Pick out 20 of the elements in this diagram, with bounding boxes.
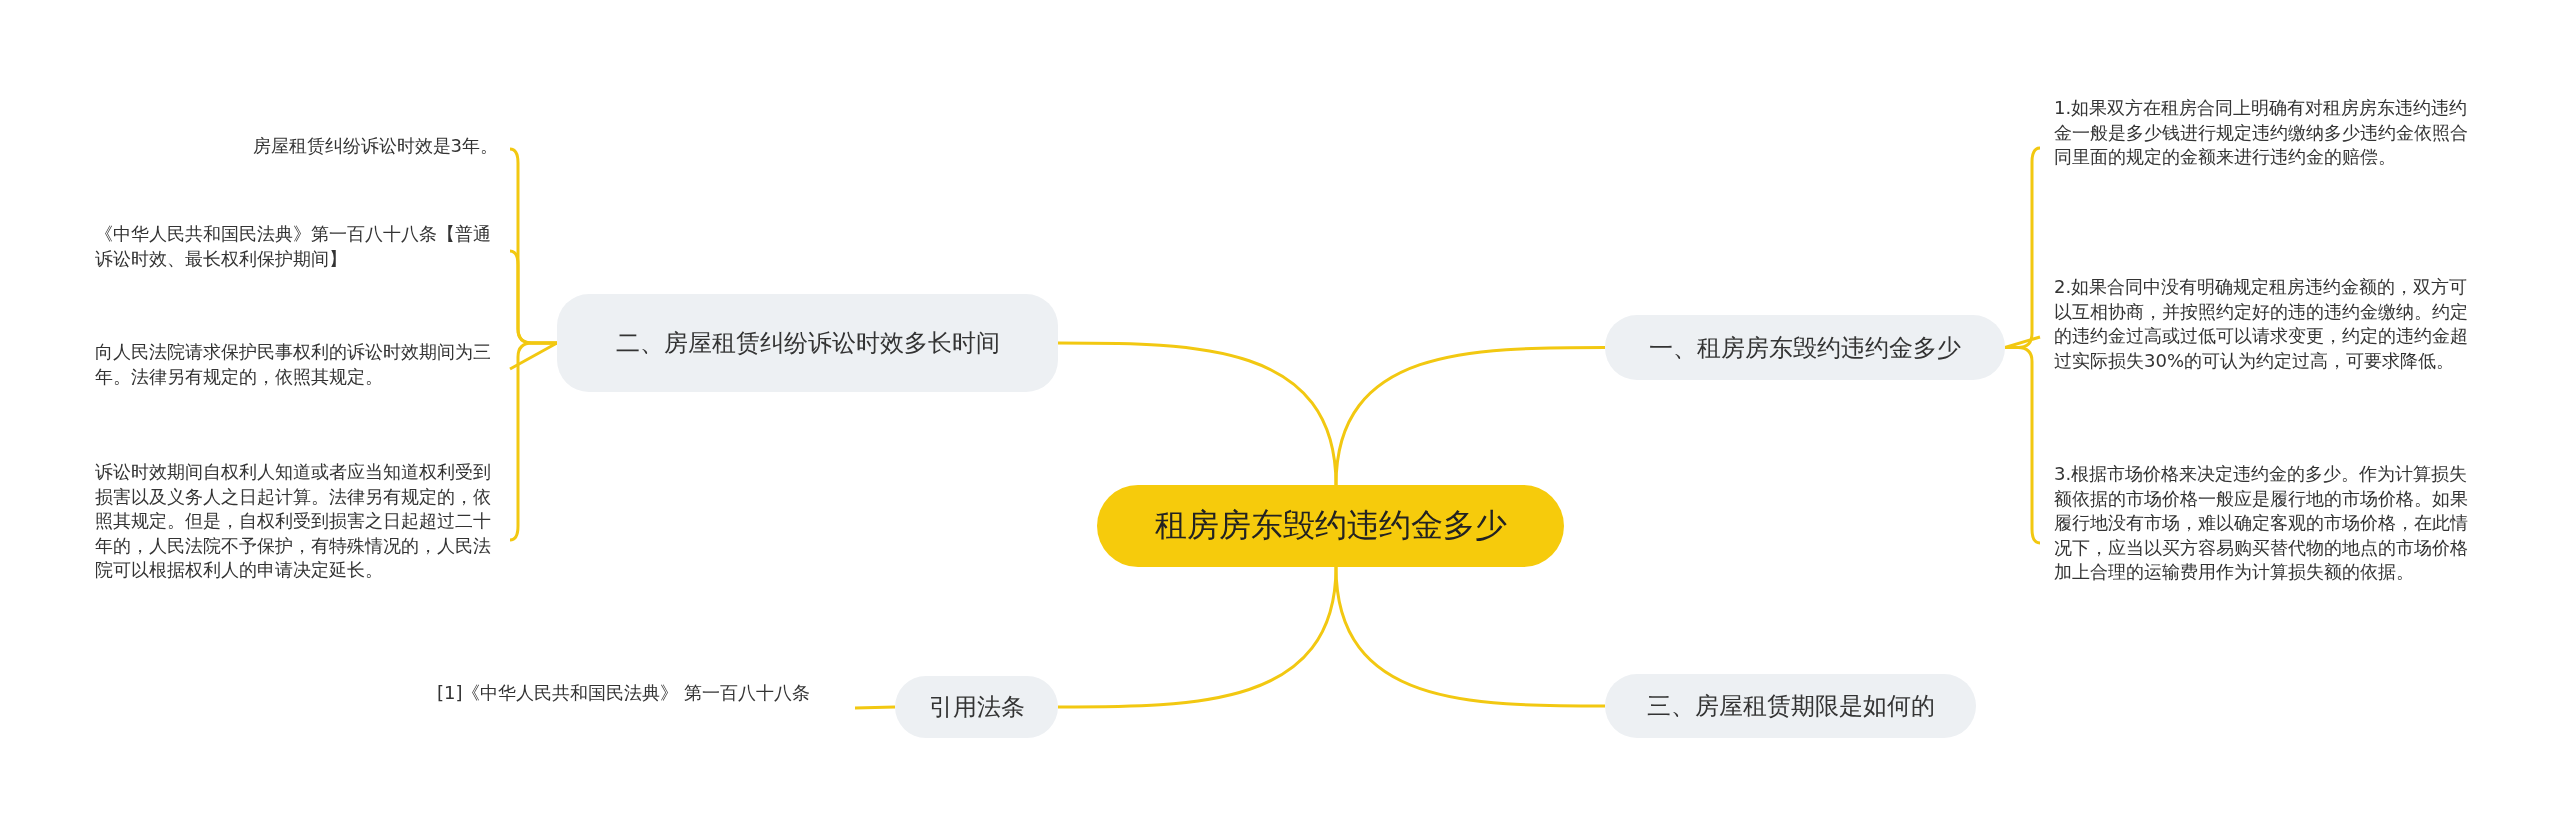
connector — [1058, 341, 1338, 486]
note-text: 2.如果合同中没有明确规定租房违约金额的，双方可以互相协商，并按照约定好的违的违约金缴纳。约定的违约金过高或过低可以请求变更，约定的违约金超过实际损失30%的可认为约定过高，可要求降低。 — [2040, 275, 2480, 399]
connector — [509, 341, 557, 542]
note-text: 1.如果双方在租房合同上明确有对租房房东违约违约金一般是多少钱进行规定违约缴纳多少违约金依照合同里面的规定的金额来进行违约金的赔偿。 — [2040, 96, 2480, 200]
topic-box: 二、房屋租赁纠纷诉讼时效多长时间 — [557, 294, 1058, 392]
connector — [854, 705, 896, 710]
central-topic: 租房房东毁约违约金多少 — [1097, 485, 1564, 567]
topic-box: 一、租房房东毁约违约金多少 — [1605, 315, 2005, 380]
note-text: [1]《中华人民共和国民法典》 第一百八十八条 — [437, 681, 855, 735]
note-text: 诉讼时效期间自权利人知道或者应当知道权利受到损害以及义务人之日起计算。法律另有规定的，依照其规定。但是，自权利受到损害之日起超过二十年的，人民法院不予保护，有特殊情况的，人民法院可以根据权利人的申请决定延长。 — [95, 460, 510, 620]
note-text: 3.根据市场价格来决定违约金的多少。作为计算损失额依据的市场价格一般应是履行地的市场价格。如果履行地没有市场，难以确定客观的市场价格，在此情况下，应当以买方容易购买替代物的地点的市场价格加上合理的运输费用作为计算损失额的依据。 — [2040, 462, 2480, 624]
note-text: 房屋租赁纠纷诉讼时效是3年。 — [100, 134, 510, 164]
topic-box: 引用法条 — [895, 676, 1058, 738]
connector — [1058, 566, 1338, 709]
note-text: 向人民法院请求保护民事权利的诉讼时效期间为三年。法律另有规定的，依照其规定。 — [95, 340, 510, 398]
connector — [2004, 335, 2041, 349]
connector — [1334, 566, 1605, 708]
note-text: 《中华人民共和国民法典》第一百八十八条【普通诉讼时效、最长权利保护期间】 — [95, 222, 510, 280]
topic-box: 三、房屋租赁期限是如何的 — [1605, 674, 1976, 738]
connector — [1334, 346, 1605, 486]
